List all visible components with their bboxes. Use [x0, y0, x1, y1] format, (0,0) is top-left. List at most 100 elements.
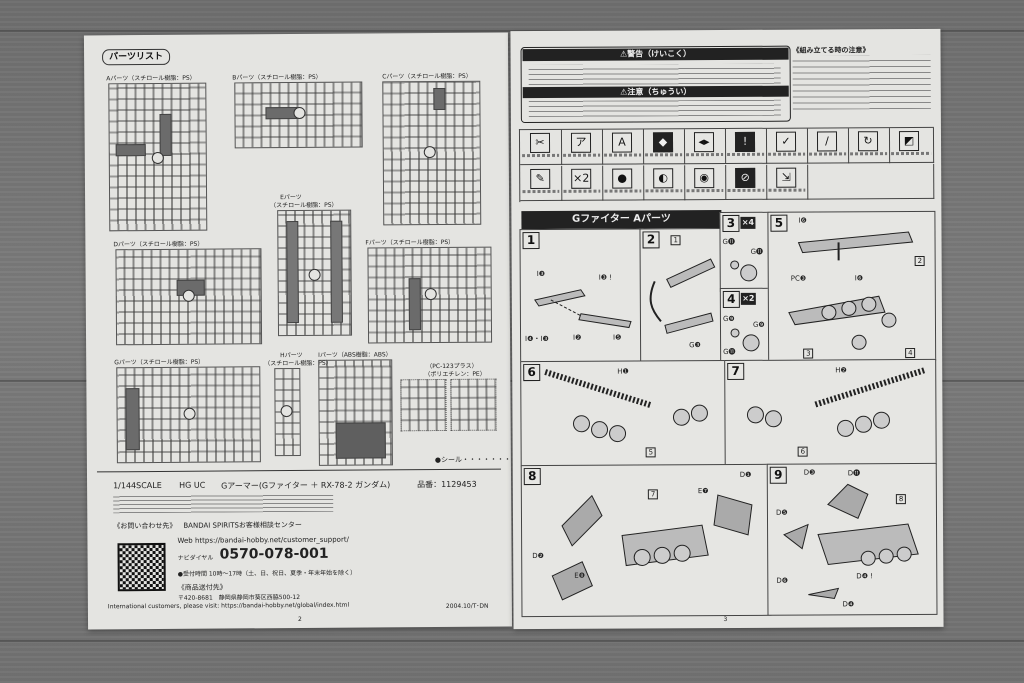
legend-cell: ●	[602, 165, 645, 201]
step-6-panel: 6 H❶ 5	[520, 359, 729, 468]
product-number: 品番：1129453	[417, 479, 477, 490]
wood-plank-seam	[0, 640, 1024, 642]
no-icon: ⊘	[735, 167, 756, 188]
sprue-label-e-material: （スチロール樹脂：PS）	[270, 201, 338, 210]
part-label: I❻	[854, 274, 864, 283]
sprue-c	[382, 80, 482, 226]
sprue-label-b: Bパーツ（スチロール樹脂：PS）	[232, 73, 322, 82]
part-label: 6	[797, 446, 809, 457]
contact-heading: 《お問い合わせ先》	[113, 521, 177, 531]
part-label: H❶	[617, 367, 629, 376]
view-icon: ◉	[694, 168, 715, 189]
cut-icon: ✂	[529, 132, 551, 154]
part-label: D❸	[803, 468, 816, 477]
manual-right-page: ⚠警告（けいこく） ⚠注意（ちゅうい） 《組み立てる時の注意》 ✂ ア A ◆ …	[510, 28, 944, 630]
sprue-g	[116, 366, 261, 464]
sprue-label-f: Fパーツ（スチロール樹脂：PS）	[365, 238, 455, 247]
legend-cell: !	[724, 128, 768, 165]
step-7-panel: 7 H❷ 6	[724, 358, 937, 467]
legend-cell: ↻	[847, 128, 891, 164]
part-label: G⓫	[722, 237, 736, 247]
legend-cell: ◐	[643, 165, 686, 201]
sprue-e	[277, 209, 353, 337]
legend-cell: ✂	[519, 129, 563, 166]
sprue-pc-right	[450, 378, 497, 431]
part-label: G⓫	[750, 247, 764, 256]
product-name: Gアーマー(Gファイター ＋ RX-78-2 ガンダム)	[221, 480, 391, 491]
info-divider	[96, 468, 501, 473]
knife-icon: /	[816, 131, 838, 152]
fine-print	[113, 493, 334, 514]
part-label: D❺	[775, 508, 788, 517]
both-sides-icon: ◂▸	[693, 132, 715, 153]
step-8-diagram	[551, 494, 753, 601]
repeat-icon: ×2	[571, 168, 592, 189]
part-label: I❺	[613, 333, 622, 342]
scale-label: 1/144SCALE	[113, 480, 162, 491]
sprue-label-a: Aパーツ（スチロール樹脂：PS）	[106, 74, 196, 83]
sender-address: 〒420-8681 静岡県静岡市葵区西脇500-12	[177, 593, 301, 602]
part-label: G❾	[752, 320, 765, 329]
print-code: 2004.10/T･DN	[445, 602, 489, 610]
diamond-icon: ◆	[652, 132, 674, 153]
step-3-panel: 3 ×4 G⓫ G⓫	[719, 211, 772, 293]
legend-cell: /	[806, 128, 850, 164]
series-label: HG UC	[179, 480, 206, 490]
part-label: 4	[905, 348, 916, 359]
part-label: I❸ !	[598, 273, 613, 282]
step-9-diagram	[783, 483, 919, 599]
legend-cell: A	[601, 129, 645, 165]
legend-cell: ⇲	[766, 164, 809, 200]
manual-left-page: パーツリスト Aパーツ（スチロール樹脂：PS） Bパーツ（スチロール樹脂：PS）…	[83, 32, 513, 630]
part-label: G⓫	[723, 347, 736, 357]
legend-cell: ⊘	[725, 164, 768, 201]
step-1-panel: 1 I❸ I❸ ! I❹・I❸ I❷ I❺	[519, 228, 645, 364]
sprue-a	[108, 82, 208, 232]
sender-heading: 《商品送付先》	[177, 583, 227, 592]
part-label: 8	[895, 494, 907, 505]
legend-cell: ア	[560, 129, 604, 165]
sprue-f	[367, 246, 493, 344]
step-8-panel: 8 7 E❼ D❶ D❷ E❽	[520, 463, 772, 618]
sprue-b	[234, 81, 363, 149]
legend-cell	[807, 163, 935, 200]
part-label: D❶	[739, 470, 752, 479]
tool-icon: ✎	[530, 168, 551, 190]
step-1-diagram	[534, 289, 632, 329]
international-url[interactable]: International customers, please visit: h…	[107, 601, 350, 611]
step-5-diagram	[788, 231, 914, 350]
assembly-notes-text	[792, 54, 931, 110]
left-page-number: 2	[297, 615, 302, 624]
step-3-diagram	[730, 260, 758, 282]
part-label: I❻	[798, 216, 807, 225]
part-label: E❽	[574, 571, 586, 580]
step-5-panel: 5 I❻ 2 PC❸ I❻ 3 4	[767, 210, 937, 362]
part-label: D❷	[532, 551, 544, 561]
part-label: 5	[645, 447, 657, 458]
shrink-icon: ⇲	[776, 167, 797, 188]
step-7-diagram	[746, 367, 927, 437]
sprue-label-g: Gパーツ（スチロール樹脂：PS）	[114, 358, 205, 367]
glue-icon: ア	[570, 132, 592, 153]
part-label: D❹ !	[856, 572, 874, 581]
seal-note: ●シール・・・・・・・・・1	[434, 455, 513, 465]
part-label: H❷	[835, 366, 847, 375]
part-label: D⓫	[847, 469, 861, 478]
contact-center: BANDAI SPIRITSお客様相談センター	[183, 520, 302, 530]
legend-cell: ◩	[888, 127, 935, 164]
part-label: PC❸	[790, 274, 807, 283]
support-url[interactable]: Web https://bandai-hobby.net/customer_su…	[177, 535, 349, 545]
part-label: I❹・I❸	[525, 334, 549, 344]
warning-text	[528, 63, 781, 86]
legend-cell: ×2	[561, 165, 604, 201]
sprue-label-i: Iパーツ（ABS樹脂：ABS）	[318, 351, 392, 359]
sprue-label-pc-material: （ポリエチレン：PE）	[424, 370, 486, 379]
legend-cell: ◆	[642, 129, 686, 165]
part-label: I❷	[573, 333, 582, 342]
right-page-number: 3	[723, 616, 728, 624]
step-9-panel: 9 D❸ D⓫ D❺ 8 D❻ D❹ ! D❹	[766, 462, 938, 616]
part-label: 1	[670, 235, 682, 246]
qr-code	[117, 542, 166, 592]
caution-icon: !	[734, 131, 756, 152]
sprue-h	[274, 367, 301, 457]
